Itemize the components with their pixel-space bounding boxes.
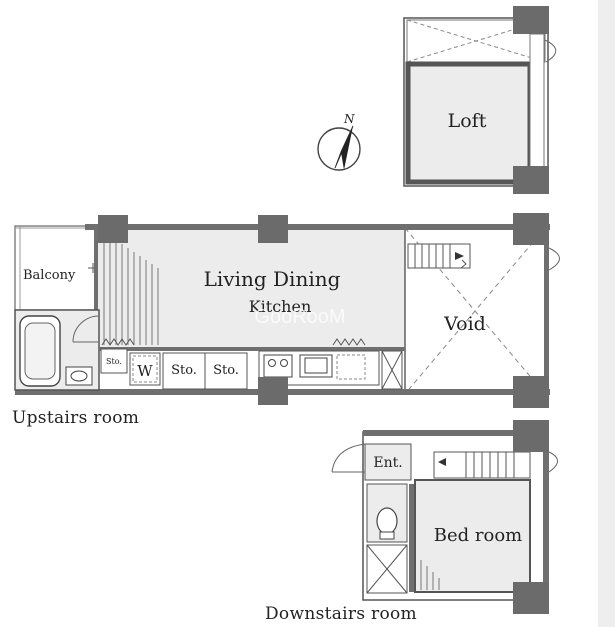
svg-text:Sto.: Sto. bbox=[106, 357, 122, 366]
svg-text:Sto.: Sto. bbox=[171, 363, 197, 378]
kitchen-label: Kitchen bbox=[249, 297, 312, 316]
bedroom-label: Bed room bbox=[434, 525, 522, 546]
loft-room bbox=[405, 61, 533, 185]
balcony bbox=[14, 225, 96, 311]
pillar bbox=[513, 420, 549, 452]
storage-2 bbox=[204, 352, 248, 390]
stairs-down bbox=[433, 451, 531, 479]
wall-left bbox=[94, 224, 98, 310]
pillar bbox=[513, 213, 549, 245]
void-label: Void bbox=[443, 313, 486, 335]
pillar bbox=[258, 377, 288, 405]
kitchen-sink-icon bbox=[299, 354, 333, 378]
storage-1 bbox=[162, 352, 206, 390]
wall-right bbox=[544, 224, 549, 394]
pillar bbox=[513, 6, 549, 34]
downstairs-room: Ent. Bed room bbox=[331, 420, 558, 614]
upstairs-room: Balcony Void bbox=[14, 213, 560, 408]
scrollbar[interactable] bbox=[598, 0, 615, 627]
svg-text:Sto.: Sto. bbox=[213, 363, 239, 378]
living-dining-kitchen bbox=[97, 228, 405, 350]
entrance-label: Ent. bbox=[373, 455, 402, 471]
balcony-label: Balcony bbox=[23, 268, 76, 283]
washer-label: W bbox=[137, 362, 153, 380]
toilet-icon bbox=[376, 507, 398, 535]
bedroom bbox=[414, 479, 531, 593]
entrance bbox=[364, 443, 412, 481]
stairs-up bbox=[407, 243, 471, 269]
compass-north-icon: N bbox=[317, 112, 361, 171]
pillar bbox=[513, 376, 549, 408]
downstairs-caption: Downstairs room bbox=[265, 604, 417, 624]
washer-space bbox=[129, 352, 161, 386]
svg-text:N: N bbox=[343, 112, 355, 126]
loft-section: Loft bbox=[403, 6, 557, 194]
storage-small bbox=[100, 348, 128, 374]
pillar bbox=[98, 215, 128, 243]
stove-icon bbox=[263, 354, 293, 378]
upstairs-caption: Upstairs room bbox=[12, 408, 140, 428]
pillar bbox=[258, 215, 288, 243]
pillar bbox=[513, 166, 549, 194]
loft-label: Loft bbox=[448, 110, 487, 132]
pillar bbox=[513, 582, 549, 614]
living-dining-label: Living Dining bbox=[204, 267, 341, 291]
watermark: GooRooM bbox=[254, 306, 345, 328]
wall-top bbox=[85, 224, 550, 230]
